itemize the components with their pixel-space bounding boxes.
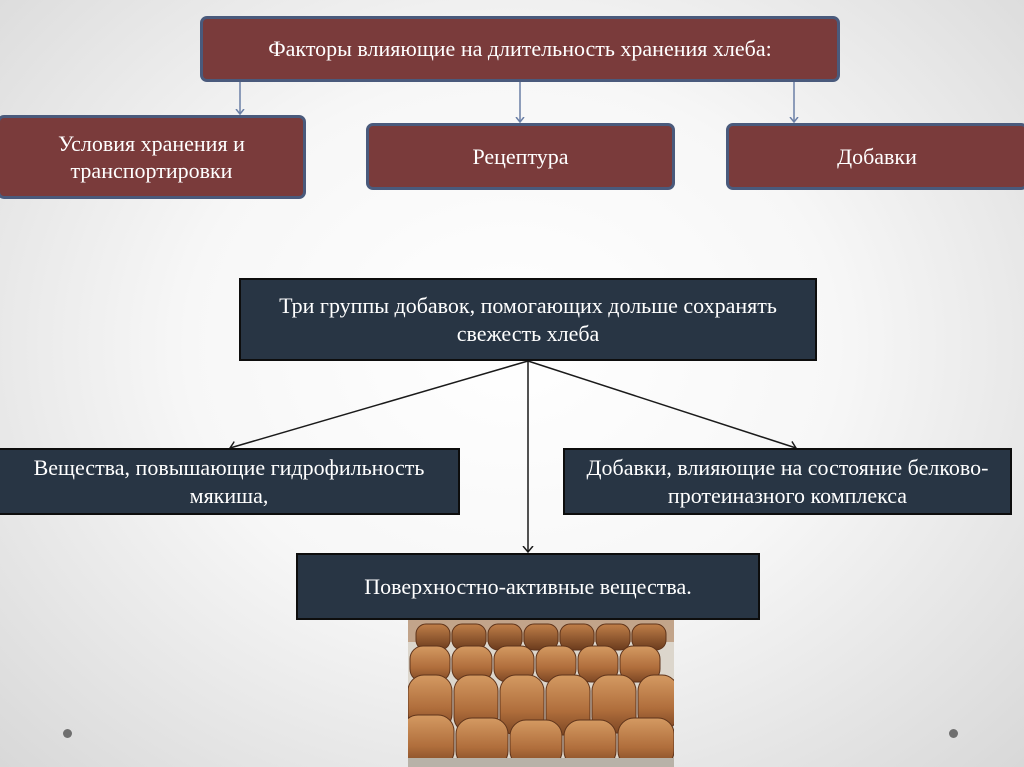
factor-storage-conditions-box: Условия хранения и транспортировки (0, 115, 306, 199)
factor-additives-box: Добавки (726, 123, 1024, 190)
factor-recipe-label: Рецептура (472, 143, 569, 169)
group-protein-complex-label: Добавки, влияющие на состояние белково-п… (586, 455, 989, 508)
additive-groups-title: Три группы добавок, помогающих дольше со… (279, 293, 777, 346)
factor-storage-conditions-label: Условия хранения и транспортировки (58, 130, 245, 184)
group-hydrophilic-label: Вещества, повышающие гидрофильность мяки… (33, 455, 425, 508)
factor-recipe-box: Рецептура (366, 123, 675, 190)
arrow-to-hydrophilic-substances (230, 360, 529, 448)
group-surfactants-box: Поверхностно-активные вещества. (296, 553, 760, 620)
left-bullet-dot (63, 729, 72, 738)
factors-title: Факторы влияющие на длительность хранени… (268, 36, 772, 62)
bread-loaves-photo (408, 620, 674, 767)
additive-groups-title-box: Три группы добавок, помогающих дольше со… (239, 278, 817, 361)
group-surfactants-label: Поверхностно-активные вещества. (364, 573, 692, 599)
arrow-to-protein-complex (527, 360, 796, 448)
factor-additives-label: Добавки (837, 143, 917, 169)
group-protein-complex-box: Добавки, влияющие на состояние белково-п… (563, 448, 1012, 515)
group-hydrophilic-box: Вещества, повышающие гидрофильность мяки… (0, 448, 460, 515)
right-bullet-dot (949, 729, 958, 738)
factors-title-box: Факторы влияющие на длительность хранени… (200, 16, 840, 82)
